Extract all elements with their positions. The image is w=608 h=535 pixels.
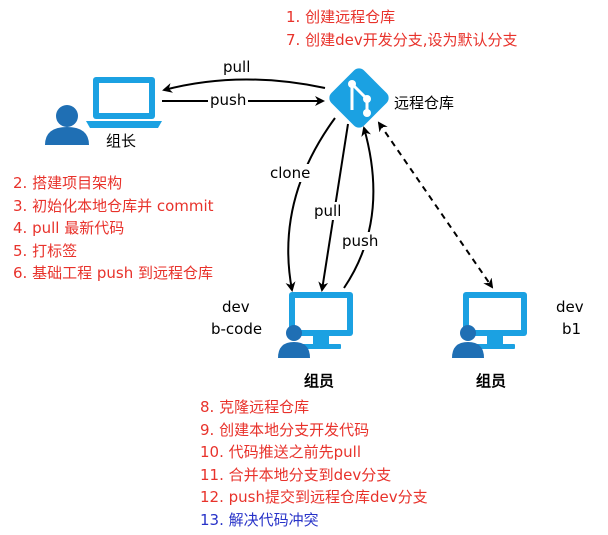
pull-arrow-to-leader (162, 78, 326, 93)
git-repo-icon (329, 68, 389, 128)
clone-arrow (285, 117, 336, 292)
remote-steps: 1. 创建远程仓库 7. 创建dev开发分支,设为默认分支 (286, 6, 517, 51)
edge-label-push: push (208, 91, 249, 109)
step-text: 3. 初始化本地仓库并 commit (13, 196, 214, 215)
member-label: 组员 (304, 372, 335, 390)
push-arrow-from-member (343, 126, 375, 289)
edge-label-push: push (340, 232, 381, 250)
branch-label: b-code (211, 320, 263, 338)
leader-steps: 2. 搭建项目架构 3. 初始化本地仓库并 commit 4. pull 最新代… (13, 172, 214, 285)
edge-label-pull: pull (221, 58, 253, 76)
step-text: 5. 打标签 (13, 241, 78, 260)
step-text: 4. pull 最新代码 (13, 219, 125, 237)
edge-label-clone: clone (268, 164, 313, 182)
member-label: 组员 (476, 372, 507, 390)
person-icon (45, 105, 89, 145)
branch-label: b1 (562, 320, 582, 338)
person-icon (452, 325, 484, 358)
monitor-icon (463, 292, 527, 349)
monitor-icon (289, 292, 353, 349)
step-text: 9. 创建本地分支开发代码 (200, 420, 370, 439)
step-text: 8. 克隆远程仓库 (200, 398, 310, 416)
laptop-icon (86, 77, 162, 128)
person-icon (278, 325, 310, 358)
step-text: 6. 基础工程 push 到远程仓库 (13, 264, 213, 282)
step-text: 13. 解决代码冲突 (200, 510, 319, 529)
edge-label-pull: pull (312, 202, 344, 220)
remote-repo-label: 远程仓库 (394, 94, 455, 112)
dashed-connection (378, 122, 494, 289)
step-text: 12. push提交到远程仓库dev分支 (200, 488, 428, 506)
member-steps: 8. 克隆远程仓库 9. 创建本地分支开发代码 10. 代码推送之前先pull … (200, 396, 428, 531)
leader-label: 组长 (106, 132, 137, 150)
step-text: 7. 创建dev开发分支,设为默认分支 (286, 30, 518, 49)
step-text: 1. 创建远程仓库 (286, 8, 396, 26)
step-text: 11. 合并本地分支到dev分支 (200, 465, 392, 484)
branch-label: dev (556, 298, 584, 316)
branch-label: dev (222, 298, 250, 316)
step-text: 10. 代码推送之前先pull (200, 443, 361, 461)
step-text: 2. 搭建项目架构 (13, 174, 123, 192)
